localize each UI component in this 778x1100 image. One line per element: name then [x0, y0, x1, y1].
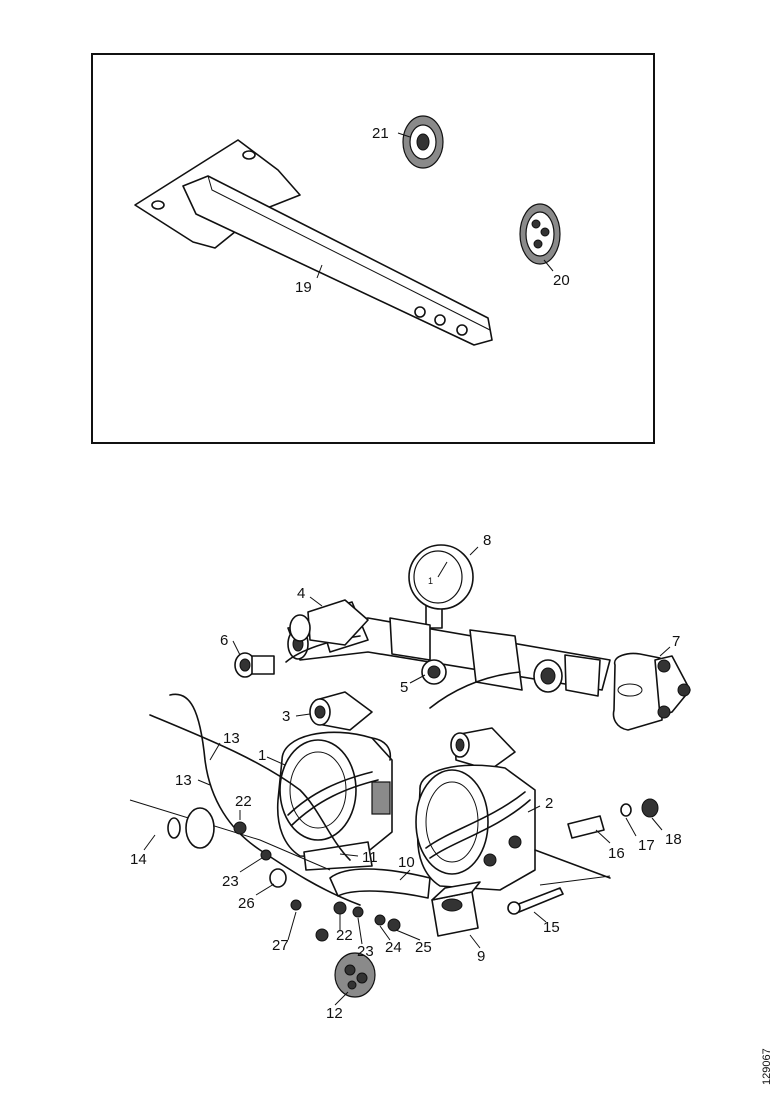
callout-27: 27 — [272, 937, 289, 954]
callout-16: 16 — [608, 845, 625, 862]
callout-20: 20 — [553, 272, 570, 289]
top-panel-frame — [91, 53, 655, 444]
mounting-bracket — [134, 139, 493, 346]
pump-left — [276, 731, 393, 859]
callout-4: 4 — [297, 585, 305, 602]
small-parts — [233, 821, 401, 942]
callout-24: 24 — [385, 939, 402, 956]
callout-7: 7 — [672, 633, 680, 650]
svg-text:1: 1 — [428, 576, 433, 586]
side-code: 129067 — [761, 1048, 773, 1085]
callout-5: 5 — [400, 679, 408, 696]
callout-12: 12 — [326, 1005, 343, 1022]
callout-8: 8 — [483, 532, 491, 549]
callout-1: 1 — [258, 747, 266, 764]
callout-19: 19 — [295, 279, 312, 296]
callout-9: 9 — [477, 948, 485, 965]
callout-14: 14 — [130, 851, 147, 868]
block — [431, 881, 481, 937]
callout-18: 18 — [665, 831, 682, 848]
pump-right — [415, 764, 611, 891]
leader-lines — [143, 546, 671, 1006]
callout-23a: 23 — [222, 873, 239, 890]
pressure-gauge: 1 — [408, 544, 474, 629]
callout-3: 3 — [282, 708, 290, 725]
callout-25: 25 — [415, 939, 432, 956]
callout-13b: 13 — [175, 772, 192, 789]
fitting-12 — [334, 952, 376, 998]
flange-large — [519, 203, 561, 265]
callout-23b: 23 — [357, 943, 374, 960]
callout-11: 11 — [362, 849, 378, 866]
callout-22b: 22 — [336, 927, 353, 944]
valve-left — [289, 599, 369, 646]
clip — [167, 807, 215, 849]
callout-26: 26 — [238, 895, 255, 912]
hose — [303, 841, 431, 899]
callout-15: 15 — [543, 919, 560, 936]
valve-small — [309, 691, 373, 731]
callout-21: 21 — [372, 125, 389, 142]
screw — [507, 875, 611, 915]
valve-small-far — [234, 652, 275, 678]
valve-small-right — [450, 727, 516, 771]
valve-right — [612, 652, 691, 731]
callout-13a: 13 — [223, 730, 240, 747]
pin-washer-nut — [567, 798, 659, 839]
callout-6: 6 — [220, 632, 228, 649]
flange-small — [402, 115, 444, 169]
callout-10: 10 — [398, 854, 415, 871]
callout-2: 2 — [545, 795, 553, 812]
wiring — [129, 693, 361, 906]
callout-17: 17 — [638, 837, 655, 854]
callout-22a: 22 — [235, 793, 252, 810]
